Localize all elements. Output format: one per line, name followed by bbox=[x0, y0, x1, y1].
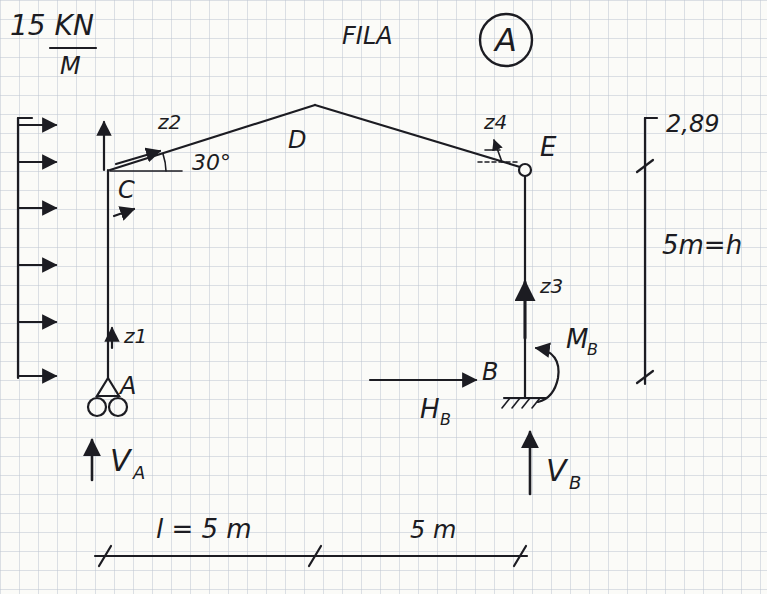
dimension-tick bbox=[514, 546, 526, 566]
hatch bbox=[532, 398, 540, 408]
roller bbox=[109, 398, 127, 416]
roller bbox=[88, 398, 106, 416]
dimension-tick bbox=[645, 117, 657, 119]
dimension-tick bbox=[637, 371, 653, 383]
load-arrow bbox=[18, 124, 56, 126]
angle-arc bbox=[163, 154, 166, 171]
load-arrow bbox=[18, 264, 56, 266]
force-arrow bbox=[529, 432, 532, 494]
fraction-bar bbox=[50, 47, 96, 49]
circled-letter: A bbox=[478, 12, 534, 68]
force-arrow bbox=[370, 379, 476, 381]
label: l = 5 m bbox=[156, 516, 252, 542]
circled-text: A bbox=[495, 24, 517, 56]
hinge bbox=[519, 164, 531, 176]
force-arrow bbox=[91, 440, 94, 480]
dimension-line bbox=[95, 555, 527, 557]
axis-arrow bbox=[524, 282, 527, 338]
axis-arrow bbox=[103, 122, 105, 170]
label: H bbox=[420, 396, 440, 422]
dimension-tick bbox=[99, 546, 111, 566]
load-line bbox=[17, 118, 19, 378]
label: B bbox=[440, 412, 451, 428]
column-eb bbox=[524, 176, 526, 398]
column-ac bbox=[107, 170, 109, 378]
moment-arrow bbox=[536, 348, 559, 402]
label: B bbox=[482, 360, 498, 384]
load-arrow bbox=[18, 161, 56, 163]
hatch bbox=[512, 398, 520, 408]
axis-arrow bbox=[114, 209, 134, 216]
axis-arrow bbox=[494, 140, 502, 162]
reference-line bbox=[110, 170, 182, 172]
label: z2 bbox=[158, 112, 181, 132]
circle-outline bbox=[480, 14, 532, 66]
axis-mark bbox=[485, 149, 500, 151]
label: 5m=h bbox=[662, 232, 742, 258]
load-arrow bbox=[18, 207, 56, 209]
hatch bbox=[502, 398, 510, 408]
label: 2,89 bbox=[666, 112, 719, 136]
axis-arrow bbox=[111, 328, 113, 348]
label: 5 m bbox=[410, 518, 456, 542]
pin-support bbox=[97, 378, 119, 396]
dimension-tick bbox=[309, 546, 321, 566]
label: FILA bbox=[342, 24, 393, 48]
label: 30° bbox=[192, 152, 231, 174]
label: V bbox=[546, 456, 567, 486]
load-arrow bbox=[18, 321, 56, 323]
dimension-tick bbox=[637, 160, 653, 172]
hatch bbox=[522, 398, 530, 408]
label: E bbox=[540, 134, 556, 160]
label: D bbox=[288, 128, 306, 152]
label: A bbox=[120, 374, 136, 398]
label: M bbox=[566, 326, 588, 352]
label: z1 bbox=[124, 326, 147, 346]
label: V bbox=[110, 446, 131, 476]
dimension-line bbox=[644, 118, 646, 384]
label: B bbox=[569, 474, 581, 492]
load-arrow bbox=[18, 375, 56, 377]
label: B bbox=[587, 342, 598, 358]
label: 15 KN bbox=[10, 12, 94, 40]
reference-line bbox=[478, 161, 518, 163]
label: z4 bbox=[484, 112, 507, 132]
label: A bbox=[133, 464, 145, 482]
label: z3 bbox=[540, 276, 563, 296]
load-tick bbox=[18, 117, 32, 119]
rafter-de bbox=[315, 105, 520, 167]
label: M bbox=[60, 54, 81, 78]
label: C bbox=[118, 178, 135, 202]
